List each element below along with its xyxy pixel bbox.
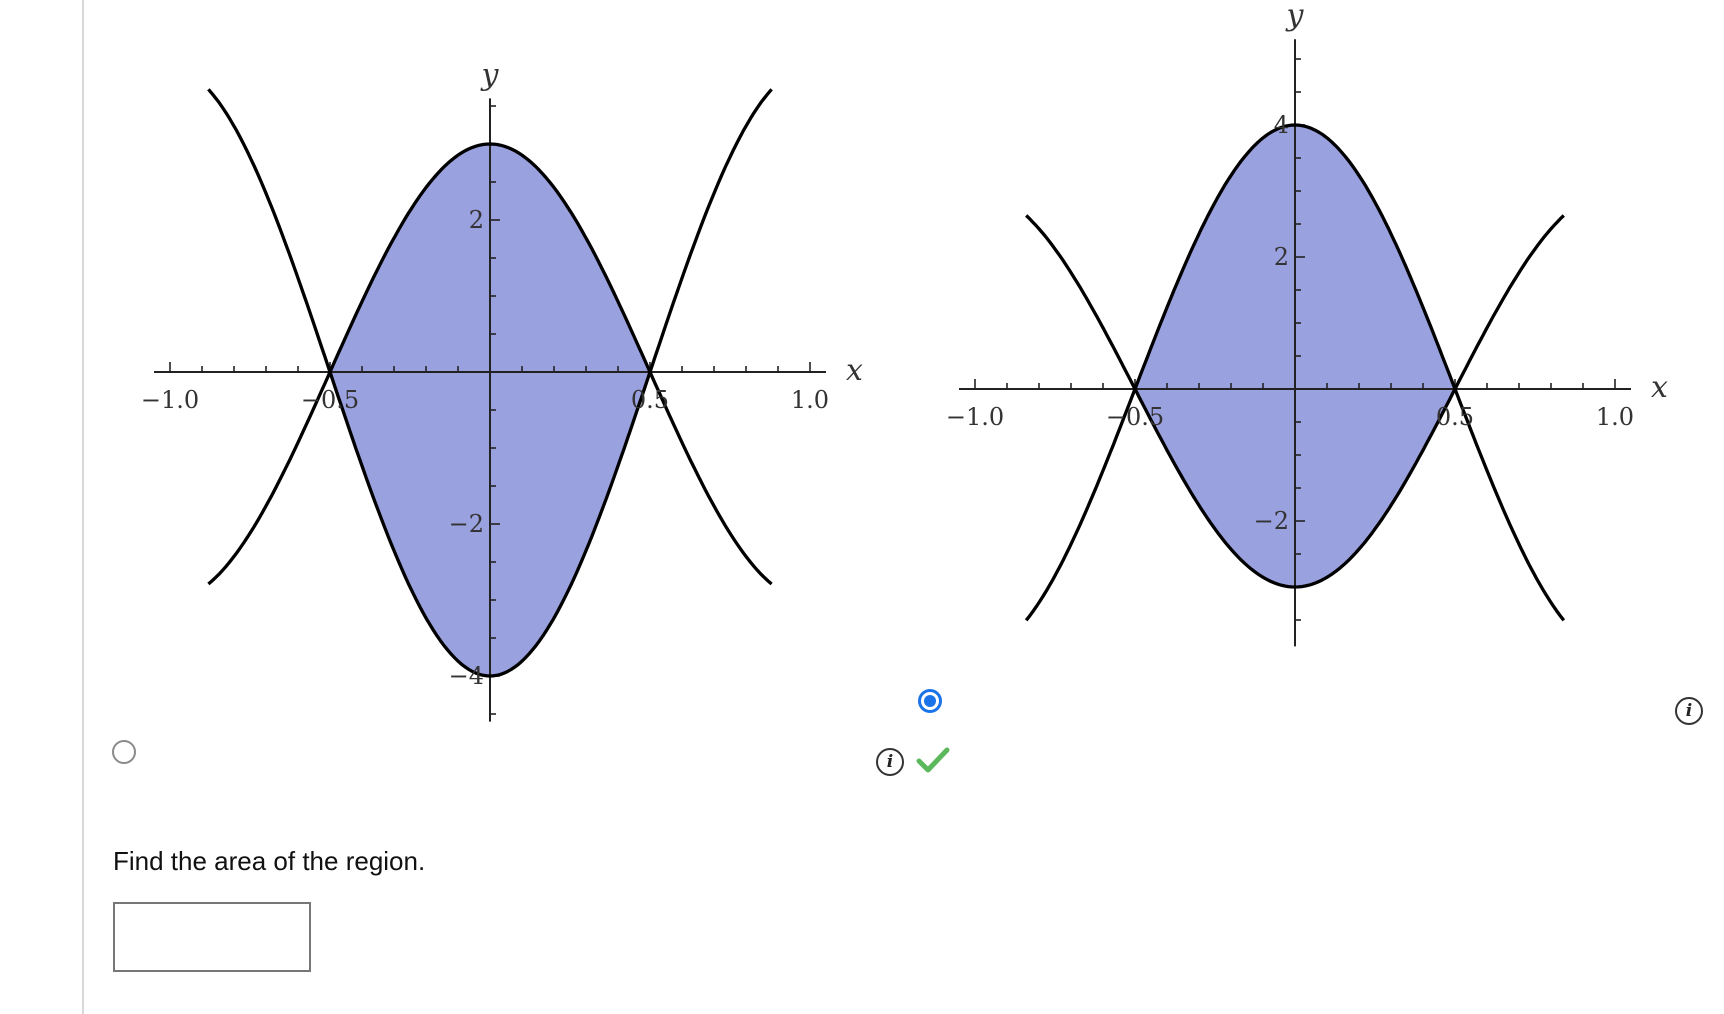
upper-curve	[207, 142, 773, 586]
correct-check-icon	[916, 747, 950, 773]
y-tick-label: 2	[469, 206, 484, 234]
x-tick-label: 1.0	[1596, 403, 1634, 431]
left-margin-rule	[82, 0, 84, 1014]
graph-info-icon[interactable]: i	[1675, 697, 1703, 725]
y-axis-name: y	[1285, 0, 1305, 33]
x-tick-label: 1.0	[791, 386, 829, 414]
lower-curve	[1025, 214, 1565, 589]
option-2-info-icon[interactable]: i	[876, 748, 904, 776]
area-answer-input[interactable]	[113, 902, 311, 972]
x-axis-name: x	[846, 353, 863, 388]
option-2-graph: −1.0 −0.5 0.5 1.0 4 2 −2 x y	[946, 0, 1668, 647]
y-tick-label: −2	[449, 510, 484, 538]
option-2-radio[interactable]	[918, 689, 942, 713]
lower-curve	[207, 88, 773, 678]
y-tick-label: 2	[1274, 243, 1289, 271]
y-tick-label: −2	[1254, 507, 1289, 535]
option-1-radio[interactable]	[112, 740, 136, 764]
x-tick-label: −0.5	[301, 386, 359, 414]
x-tick-label: 0.5	[631, 386, 669, 414]
x-tick-label: 0.5	[1436, 403, 1474, 431]
x-tick-label: −0.5	[1106, 403, 1164, 431]
x-tick-label: −1.0	[141, 386, 199, 414]
y-tick-label: 4	[1274, 111, 1289, 139]
upper-curve	[1024, 123, 1566, 622]
question-prompt: Find the area of the region.	[113, 846, 426, 876]
y-tick-label: −4	[449, 662, 484, 690]
x-tick-label: −1.0	[946, 403, 1004, 431]
x-axis-name: x	[1651, 370, 1668, 405]
y-axis-name: y	[480, 57, 500, 92]
option-1-graph: −1.0 −0.5 0.5 1.0 2 −2 −4 x y	[141, 57, 863, 722]
